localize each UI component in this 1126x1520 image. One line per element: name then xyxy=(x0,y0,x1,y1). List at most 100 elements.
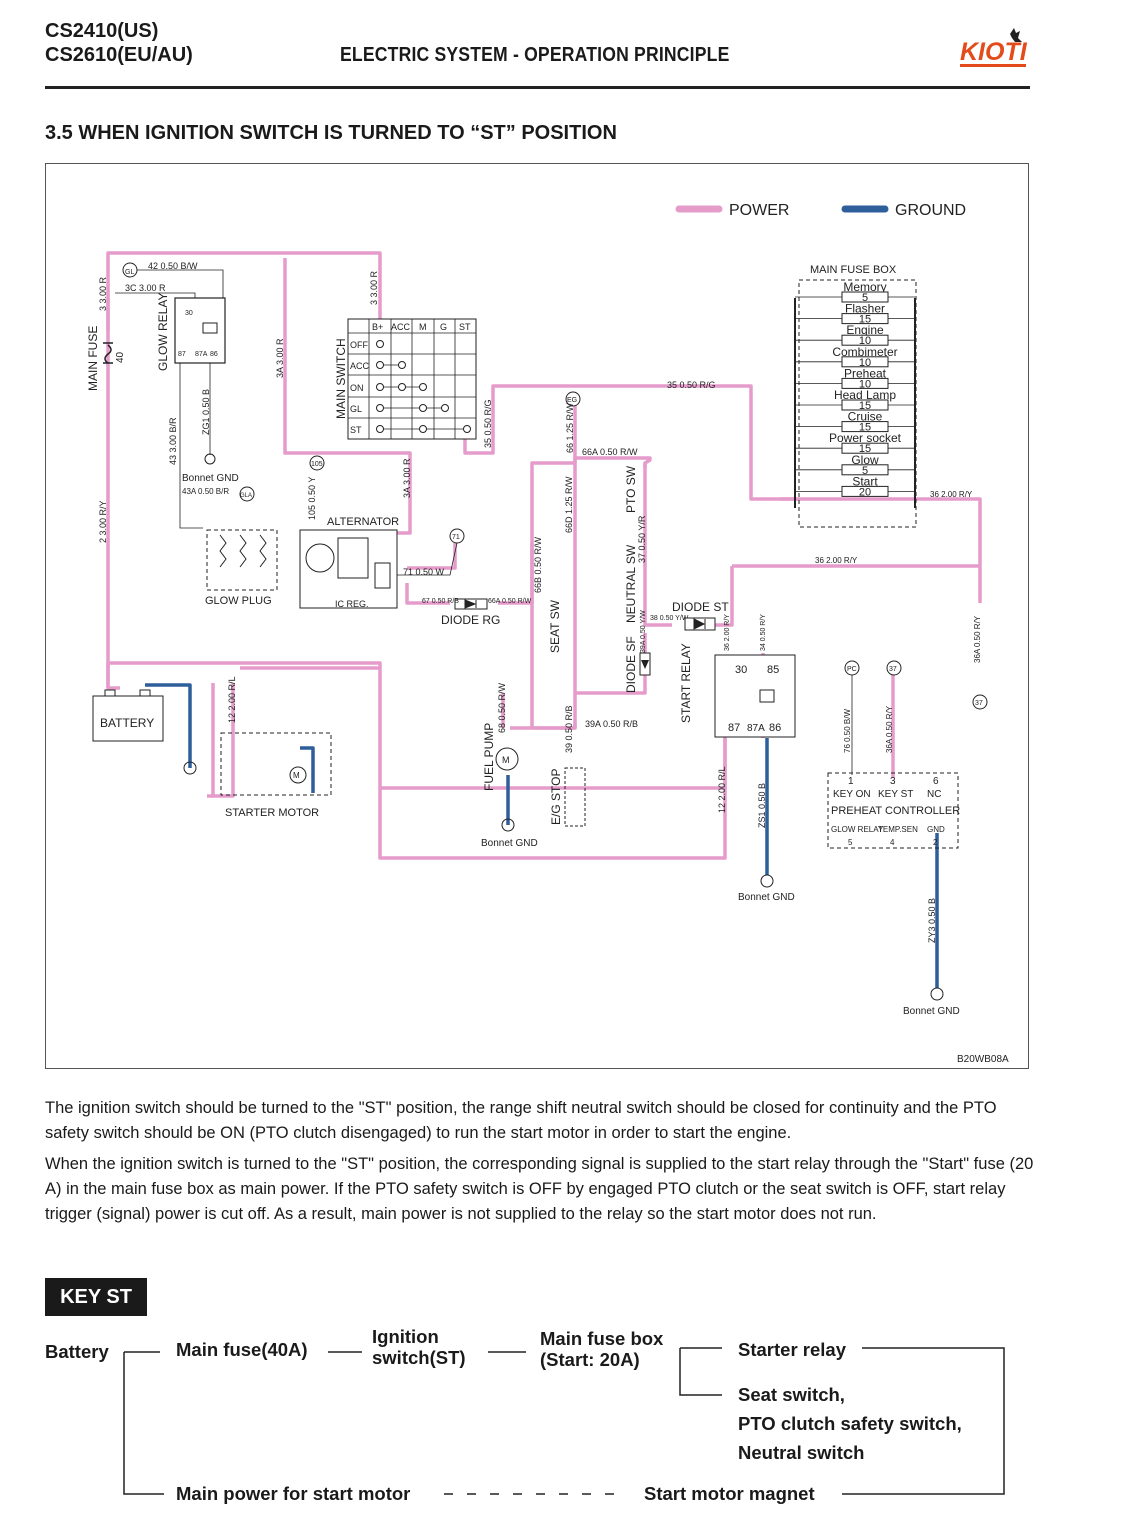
svg-text:38 0.50 Y/W: 38 0.50 Y/W xyxy=(650,615,689,622)
svg-text:DIODE ST: DIODE ST xyxy=(672,600,729,614)
svg-text:PC: PC xyxy=(847,666,857,673)
svg-text:KIOTI: KIOTI xyxy=(960,38,1028,66)
fuse-name: Engine xyxy=(846,323,884,337)
svg-text:GLOW PLUG: GLOW PLUG xyxy=(205,595,272,607)
svg-text:TEMP.SEN: TEMP.SEN xyxy=(878,825,918,834)
svg-text:87A: 87A xyxy=(195,351,208,358)
fuse-name: Power socket xyxy=(829,431,902,445)
fuse-amp: 5 xyxy=(862,292,868,304)
svg-text:IC REG.: IC REG. xyxy=(335,599,369,609)
svg-text:GLOW RELAY: GLOW RELAY xyxy=(156,293,170,371)
header-rule xyxy=(45,86,1030,89)
start-relay: DIODE ST START RELAY 30 85 87 87A 86 36 … xyxy=(672,600,796,903)
fuse-amp: 10 xyxy=(859,378,871,390)
svg-text:GL: GL xyxy=(125,269,134,276)
svg-text:3A 3.00 R: 3A 3.00 R xyxy=(402,458,412,498)
main-switch: MAIN SWITCH 3 3.00 R B+ ACC M G ST OFF A… xyxy=(334,270,493,448)
svg-text:36A 0.50 R/Y: 36A 0.50 R/Y xyxy=(885,705,894,753)
svg-text:30: 30 xyxy=(185,310,193,317)
svg-text:ST: ST xyxy=(459,322,471,332)
svg-text:GLOW RELAY: GLOW RELAY xyxy=(831,825,884,834)
svg-text:87: 87 xyxy=(178,351,186,358)
fuse-name: Combimeter xyxy=(832,345,897,359)
fuse-amp: 5 xyxy=(862,465,868,477)
svg-text:3: 3 xyxy=(890,776,896,787)
preheat-controller: PC 37 37 36A 0.50 R/Y 76 0.50 B/W 36A 0.… xyxy=(827,615,988,1017)
battery: BATTERY xyxy=(92,689,197,775)
fuse-amp: 15 xyxy=(859,400,871,412)
svg-text:66A 0.50 R/W: 66A 0.50 R/W xyxy=(582,447,638,457)
svg-text:36 2.00 R/Y: 36 2.00 R/Y xyxy=(724,614,731,651)
kioti-logo: KIOTI xyxy=(960,28,1028,67)
svg-text:35 0.50 R/G: 35 0.50 R/G xyxy=(667,380,716,390)
svg-text:GND: GND xyxy=(927,825,945,834)
svg-text:3C 3.00 R: 3C 3.00 R xyxy=(125,283,166,293)
svg-text:ZY3 0.50 B: ZY3 0.50 B xyxy=(927,898,937,943)
svg-text:Bonnet GND: Bonnet GND xyxy=(903,1006,960,1017)
fuse-name: Glow xyxy=(851,453,879,467)
svg-text:36A 0.50 R/Y: 36A 0.50 R/Y xyxy=(973,615,982,663)
page-header-title: ELECTRIC SYSTEM - OPERATION PRINCIPLE xyxy=(340,44,730,66)
svg-text:E/G STOP: E/G STOP xyxy=(549,769,563,825)
svg-text:DIODE SF: DIODE SF xyxy=(624,636,638,693)
model-line-2: CS2610(EU/AU) xyxy=(45,44,193,66)
fuse-name: Preheat xyxy=(844,366,887,380)
svg-text:87: 87 xyxy=(728,722,740,734)
diode-rg: 67 0.50 R/B 66A 0.50 R/W DIODE RG xyxy=(422,598,532,627)
svg-text:34 0.50 R/Y: 34 0.50 R/Y xyxy=(760,614,767,651)
svg-text:37: 37 xyxy=(889,666,897,673)
flow-main-fuse: Main fuse(40A) xyxy=(176,1339,308,1360)
legend-ground-label: GROUND xyxy=(895,202,966,219)
svg-text:START RELAY: START RELAY xyxy=(679,643,693,723)
model-line-1: CS2410(US) xyxy=(45,20,159,42)
starter-motor: M STARTER MOTOR 12 2.00 R/L xyxy=(220,676,332,819)
flow-fusebox-line1: Main fuse box xyxy=(540,1328,664,1349)
flow-battery: Battery xyxy=(45,1341,109,1362)
flow-fusebox-line2: (Start: 20A) xyxy=(540,1349,640,1370)
svg-text:MAIN FUSE: MAIN FUSE xyxy=(86,326,100,391)
fuse-name: Head Lamp xyxy=(834,388,896,402)
eg-stop: E/G STOP 39 0.50 R/B 39A 0.50 R/B xyxy=(549,705,638,827)
svg-text:M: M xyxy=(419,322,427,332)
svg-text:MAIN SWITCH: MAIN SWITCH xyxy=(334,338,348,419)
svg-text:M: M xyxy=(502,755,510,765)
svg-text:66 1.25 R/W: 66 1.25 R/W xyxy=(565,402,575,453)
fuse-name: Start xyxy=(852,474,878,488)
paragraph-2: When the ignition switch is turned to th… xyxy=(45,1155,1034,1223)
svg-text:39A 0.50 Y/W: 39A 0.50 Y/W xyxy=(640,610,647,653)
svg-text:GL: GL xyxy=(350,404,362,414)
svg-text:KEY ST: KEY ST xyxy=(878,789,913,800)
alternator: 105 105 0.50 Y ALTERNATOR IC REG. 3A 3.0… xyxy=(299,455,465,609)
svg-text:GLA: GLA xyxy=(240,493,252,499)
legend: POWER GROUND xyxy=(675,202,966,219)
svg-text:1: 1 xyxy=(848,776,854,787)
svg-text:DIODE RG: DIODE RG xyxy=(441,613,500,627)
svg-text:37 0.50 Y/R: 37 0.50 Y/R xyxy=(637,515,647,563)
main-fuse: MAIN FUSE 40 xyxy=(86,326,126,391)
svg-text:36 2.00 R/Y: 36 2.00 R/Y xyxy=(930,490,973,499)
flow-pto-switch: PTO clutch safety switch, xyxy=(738,1413,962,1434)
glow-relay: GLOW RELAY 30 87 87A 86 GL 42 0.50 B/W 3… xyxy=(98,261,285,543)
ground-wires xyxy=(145,683,939,988)
diagram-frame xyxy=(45,163,1029,1069)
svg-text:71 0.50 W: 71 0.50 W xyxy=(403,567,445,577)
svg-text:M: M xyxy=(293,771,300,780)
svg-text:3 3.00 R: 3 3.00 R xyxy=(98,276,108,311)
svg-text:2 3.00 R/Y: 2 3.00 R/Y xyxy=(98,500,108,543)
wiring-diagram: POWER GROUND xyxy=(86,202,1009,1065)
figure-id: B20WB08A xyxy=(957,1054,1009,1065)
paragraph-1: The ignition switch should be turned to … xyxy=(45,1099,997,1142)
svg-text:87A: 87A xyxy=(747,723,765,734)
fuse-name: Flasher xyxy=(845,302,885,316)
svg-text:12 2.00 R/L: 12 2.00 R/L xyxy=(717,766,727,813)
svg-text:PTO SW: PTO SW xyxy=(624,465,638,513)
svg-text:68 0.50 R/W: 68 0.50 R/W xyxy=(497,682,507,733)
svg-text:OFF: OFF xyxy=(350,340,368,350)
svg-text:ACC: ACC xyxy=(391,322,411,332)
svg-text:KEY ON: KEY ON xyxy=(833,789,871,800)
fuel-pump: M FUEL PUMP 68 0.50 R/W Bonnet GND xyxy=(481,682,538,849)
svg-text:PREHEAT CONTROLLER: PREHEAT CONTROLLER xyxy=(831,805,960,817)
svg-text:66B 0.50 R/W: 66B 0.50 R/W xyxy=(533,536,543,593)
svg-text:43 3.00 B/R: 43 3.00 B/R xyxy=(168,417,178,465)
fuse-name: Cruise xyxy=(848,410,883,424)
